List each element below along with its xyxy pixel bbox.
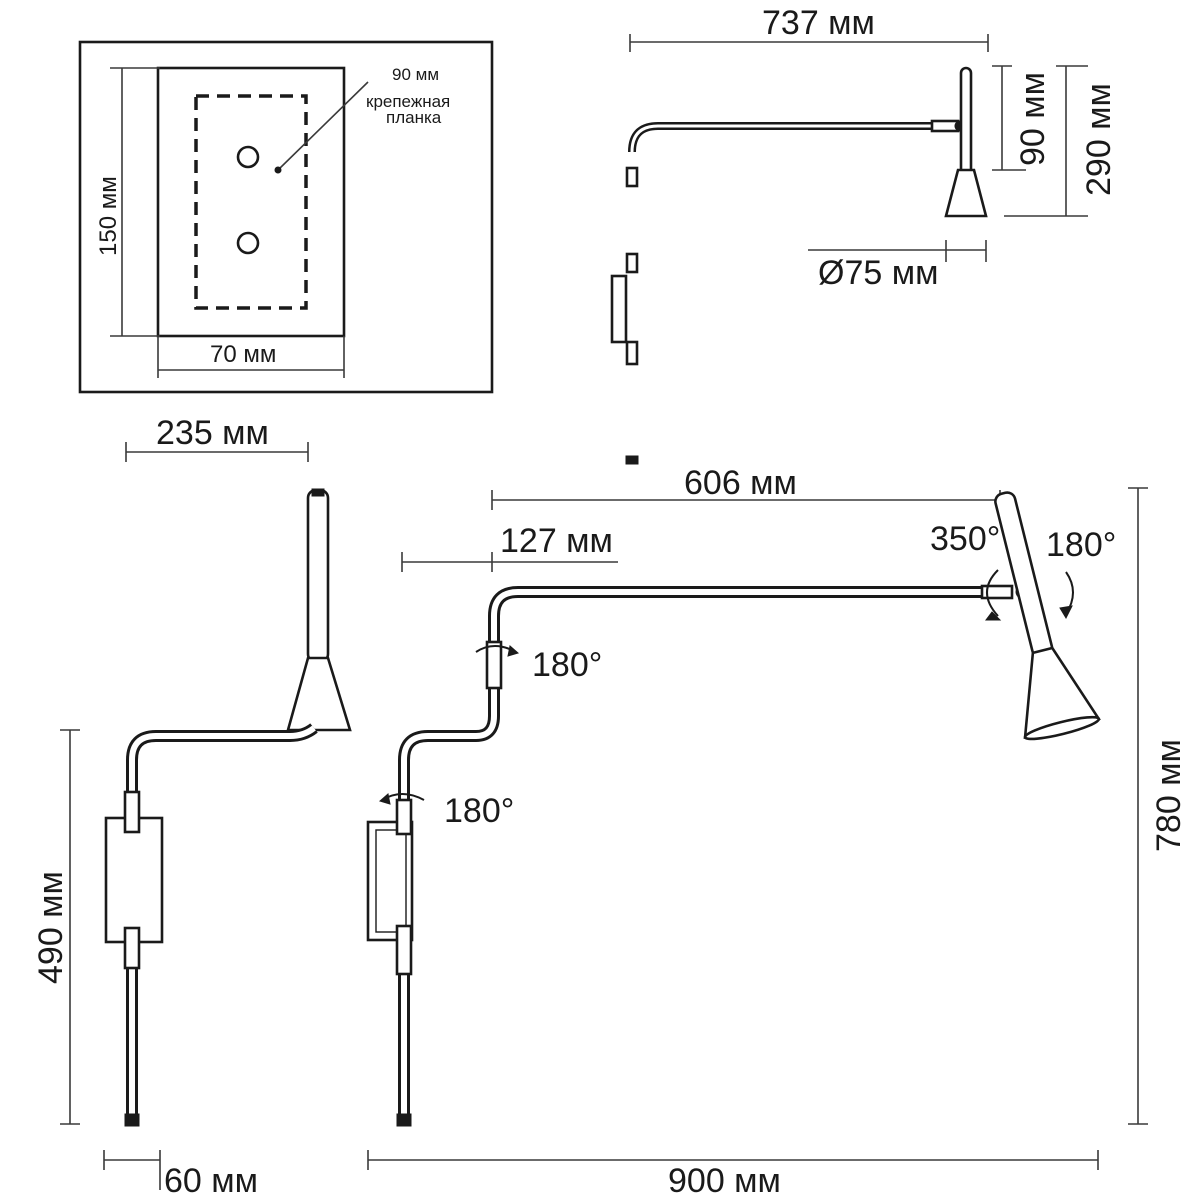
offset-dim-label: 127 мм: [500, 522, 613, 560]
head-dim-label: 90 мм: [1014, 72, 1052, 166]
bracket-leader-dot: [274, 166, 282, 174]
head-rotation-arrowhead: [985, 611, 1002, 621]
side-joint-top: [123, 790, 141, 834]
mounting-plate-inset: 90 мм крепежная планка 150 мм 70 мм: [78, 40, 494, 394]
side-head-shade: [286, 656, 352, 732]
mounting-bracket-outline: [194, 94, 308, 310]
side-wall-plate: [104, 816, 164, 944]
diameter-label: Ø75 мм: [818, 254, 938, 292]
folded-head-stem: [959, 66, 973, 180]
bracket-label-line2: планка: [386, 108, 442, 127]
folded-height-label: 290 мм: [1080, 83, 1118, 196]
elbow-rotation-label: 180°: [532, 646, 602, 684]
extended-joint-top: [395, 798, 413, 836]
extended-height-label: 780 мм: [1150, 739, 1188, 852]
side-depth-label: 60 мм: [164, 1162, 258, 1200]
arm-dim-label: 606 мм: [684, 464, 797, 502]
folded-joint-2: [625, 252, 639, 274]
extended-stem-end: [396, 1113, 412, 1127]
folded-side-view: 737 мм 90 мм 290 мм Ø75 мм: [610, 4, 1118, 465]
screw-hole-bottom: [236, 231, 260, 255]
total-reach-label: 900 мм: [668, 1162, 781, 1200]
head-rotation-arrow: [986, 569, 999, 617]
extended-wall-plate-inner: [375, 829, 407, 933]
elbow-joint: [485, 640, 503, 690]
head-rotation-label: 350°: [930, 520, 1000, 558]
extended-head-rim: [1023, 715, 1101, 741]
extended-view: 606 мм 127 мм 180° 180° 350°: [366, 464, 1188, 1200]
folded-reach-label: 737 мм: [762, 4, 875, 42]
side-arm-fill: [129, 725, 316, 1118]
bracket-leader-line: [277, 81, 369, 171]
folded-wall-plate: [610, 274, 628, 344]
folded-joint-3: [625, 340, 639, 366]
extended-head: [994, 491, 1101, 741]
bracket-size-label: 90 мм: [392, 65, 439, 84]
base-rotation-label: 180°: [444, 792, 514, 830]
plate-height-label: 150 мм: [95, 176, 122, 256]
side-head-cap: [311, 488, 325, 497]
folded-head-shade: [944, 168, 988, 218]
head-pivot-joint: [980, 584, 1014, 600]
screw-hole-top: [236, 145, 260, 169]
extended-head-stem: [994, 491, 1054, 659]
head-tilt-arrowhead: [1059, 605, 1073, 620]
folded-stem-end: [625, 455, 639, 465]
side-view: 235 мм 490 мм 60 мм: [32, 414, 352, 1200]
bracket-label-line1: крепежная: [366, 92, 450, 111]
side-head-stem: [306, 488, 330, 664]
side-height-label: 490 мм: [32, 871, 70, 984]
folded-arm-fill: [630, 124, 938, 153]
elbow-rotation-arrowhead: [507, 645, 520, 657]
base-rotation-arrowhead: [378, 793, 391, 805]
side-stem-end: [124, 1113, 140, 1127]
head-tilt-label: 180°: [1046, 526, 1116, 564]
extended-arm-fill: [401, 589, 990, 1118]
side-joint-bottom: [123, 926, 141, 970]
folded-head-joint: [930, 119, 960, 133]
mounting-plate: [156, 66, 346, 338]
plate-width-label: 70 мм: [210, 341, 276, 368]
folded-joint-1: [625, 166, 639, 188]
folded-arm-outline: [628, 122, 938, 153]
side-reach-label: 235 мм: [156, 414, 269, 452]
extended-joint-bottom: [395, 924, 413, 976]
